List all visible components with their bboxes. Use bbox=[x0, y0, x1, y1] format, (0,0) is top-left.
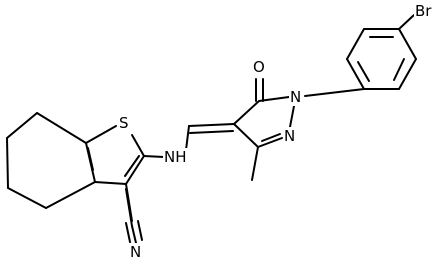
bonds bbox=[6, 14, 417, 244]
bond bbox=[346, 58, 365, 90]
sulfur-label: S bbox=[119, 114, 129, 132]
bond bbox=[85, 125, 117, 144]
bond bbox=[131, 225, 137, 244]
bond bbox=[233, 123, 259, 148]
amine-nh-label: NH bbox=[164, 148, 187, 166]
bond bbox=[137, 220, 143, 241]
bond bbox=[124, 155, 140, 177]
bond bbox=[251, 146, 259, 181]
bond bbox=[304, 88, 365, 97]
bond bbox=[393, 58, 405, 81]
bond bbox=[7, 187, 47, 209]
bond bbox=[45, 181, 96, 209]
bond bbox=[94, 181, 127, 185]
atom-labels: Br O N N S NH N bbox=[118, 2, 436, 261]
bond bbox=[289, 105, 295, 128]
bond bbox=[257, 137, 283, 148]
bond bbox=[398, 14, 415, 30]
bond bbox=[87, 147, 94, 171]
bond bbox=[36, 112, 87, 144]
pyrazole-n2-label: N bbox=[284, 127, 295, 145]
bond bbox=[143, 155, 165, 158]
bond bbox=[357, 61, 370, 82]
oxygen-label: O bbox=[253, 58, 265, 76]
bond bbox=[131, 134, 145, 157]
bond bbox=[125, 155, 145, 185]
pyrazole-n1-label: N bbox=[290, 88, 301, 106]
bond bbox=[188, 123, 235, 127]
bond bbox=[346, 28, 365, 60]
bond bbox=[6, 112, 38, 139]
bond bbox=[233, 100, 260, 125]
nitrile-n-label: N bbox=[130, 243, 141, 261]
bond bbox=[125, 222, 131, 243]
bromine-label: Br bbox=[415, 2, 432, 20]
bond bbox=[125, 188, 133, 227]
bond bbox=[185, 125, 190, 151]
bond bbox=[6, 137, 9, 189]
bond bbox=[261, 133, 281, 142]
bond bbox=[398, 28, 417, 60]
bond bbox=[398, 58, 417, 90]
bond bbox=[189, 130, 234, 134]
